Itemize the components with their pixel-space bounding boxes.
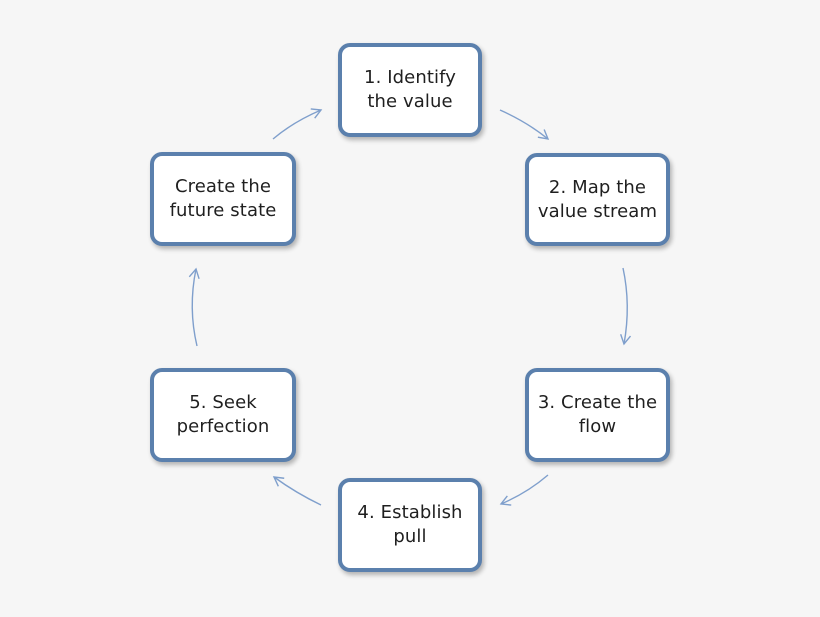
arrow-3-to-4 [499,474,549,506]
step-4-label: 4. Establish pull [357,501,462,549]
arrow-2-to-3 [620,267,632,346]
step-6-label-line-1: Create the [174,176,272,197]
step-3-label-line-2: flow [578,416,617,437]
step-5-box: 5. Seek perfection [150,368,296,462]
step-1-label: 1. Identify the value [364,66,456,114]
step-3-box: 3. Create the flow [525,368,670,462]
step-2-label: 2. Map the value stream [538,176,657,224]
step-6-box: Create the future state [150,152,296,246]
step-4-box: 4. Establish pull [338,478,482,572]
arrow-1-to-2 [499,109,550,140]
step-2-label-line-2: value stream [537,200,658,222]
step-6-label: Create the future state [170,175,277,223]
step-5-label: 5. Seek perfection [177,391,270,439]
step-2-box: 2. Map the value stream [525,153,670,246]
step-4-label-line-2: pull [393,526,427,547]
arrow-5-to-6 [188,267,200,347]
step-5-label-line-1: 5. Seek [189,392,257,413]
step-1-box: 1. Identify the value [338,43,482,137]
step-3-label: 3. Create the flow [538,391,657,439]
step-4-label-line-1: 4. Establish [357,502,463,523]
step-3-label-line-1: 3. Create the [537,392,658,413]
step-1-label-line-2: the value [367,91,453,112]
arrow-4-to-5 [272,476,322,506]
step-1-label-line-1: 1. Identify [364,67,456,88]
step-6-label-line-2: future state [169,200,277,221]
step-5-label-line-2: perfection [176,416,270,437]
arrow-6-to-1 [272,108,323,140]
step-2-label-line-1: 2. Map the [548,176,647,198]
